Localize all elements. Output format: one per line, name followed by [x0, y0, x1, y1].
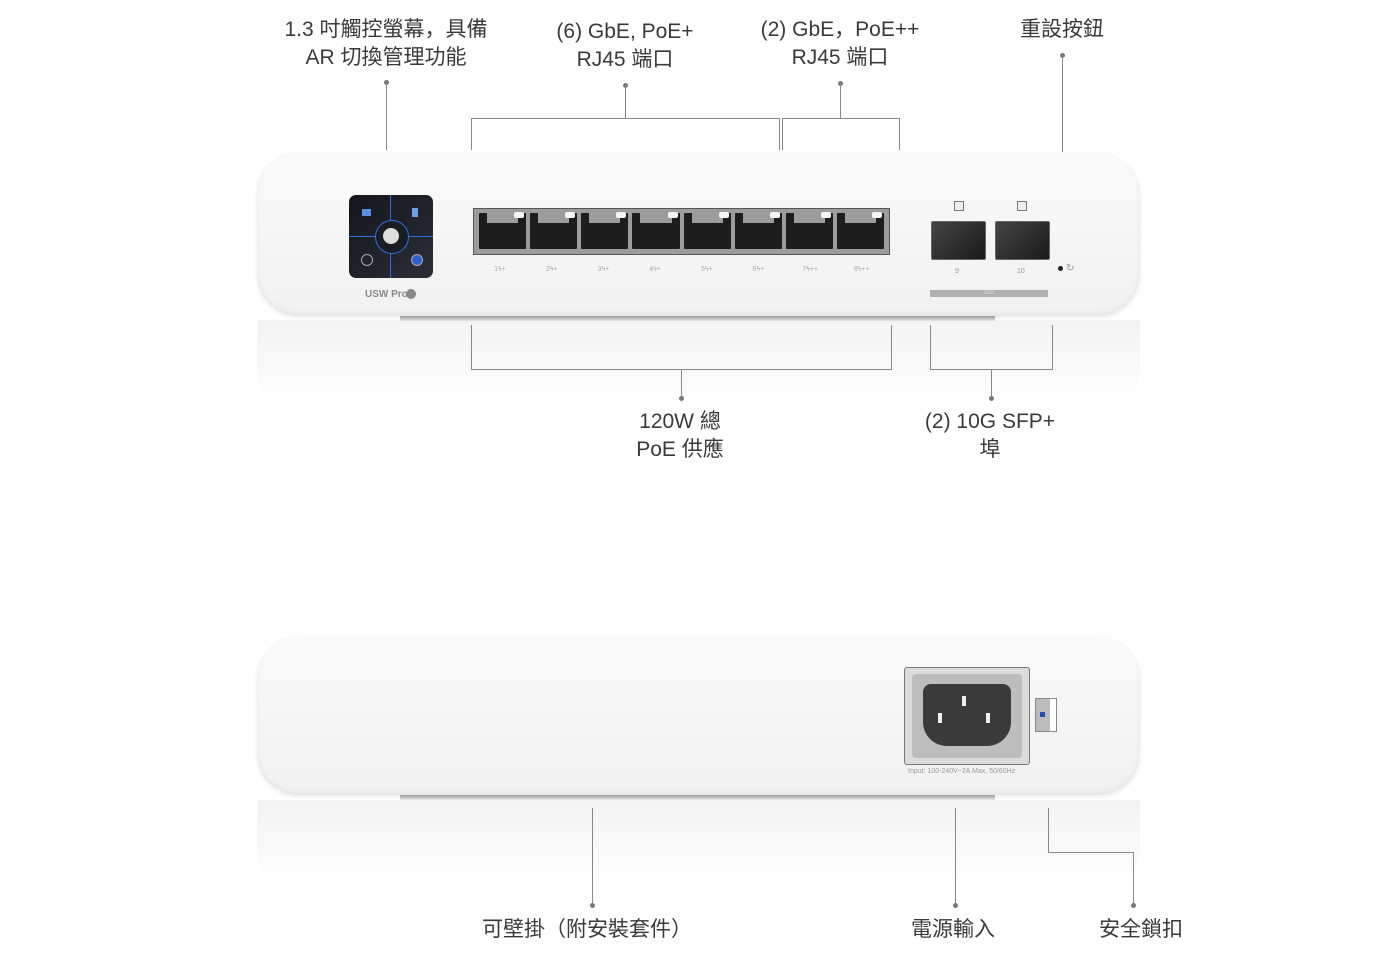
power-inlet[interactable]: [904, 667, 1030, 765]
rj45-port-5[interactable]: [683, 212, 731, 249]
port-label: 8ϟ++: [854, 266, 870, 273]
reset-label: 重設按鈕: [1020, 18, 1104, 41]
rj45-port-6[interactable]: [734, 212, 782, 249]
port-led: [514, 212, 525, 218]
port-label: 2ϟ+: [545, 266, 558, 273]
port-led: [616, 212, 627, 218]
rj45-port-1[interactable]: [479, 212, 527, 249]
gbe-poe-plusplus-label: (2) GbE，PoE++RJ45 端口: [760, 18, 920, 69]
port-led: [565, 212, 576, 218]
wall-mount-label: 可壁掛（附安裝套件）: [482, 918, 692, 941]
rj45-port-8[interactable]: [836, 212, 884, 249]
network-icon: [362, 209, 371, 216]
port-label: 3ϟ+: [597, 266, 610, 273]
power-input-label: 電源輸入: [911, 918, 995, 941]
touchscreen[interactable]: [349, 195, 433, 278]
info-icon: [361, 254, 373, 266]
sfp-port-10[interactable]: [995, 221, 1050, 260]
port-label: 6ϟ+: [752, 266, 765, 273]
sfp-label: (2) 10G SFP+埠: [924, 410, 1056, 461]
port-led: [769, 212, 780, 218]
port-label: 1ϟ+: [494, 266, 506, 273]
lightning-icon: [406, 289, 416, 299]
port-led: [872, 212, 882, 218]
device-icon: [412, 208, 418, 217]
rj45-port-group: [473, 208, 890, 255]
lock-icon: [1040, 712, 1045, 717]
security-lock-slot[interactable]: [1035, 698, 1057, 732]
rj45-port-2[interactable]: [530, 212, 578, 249]
status-dot-icon: [411, 254, 423, 266]
sfp-port-9[interactable]: [931, 221, 986, 260]
reset-button[interactable]: [1058, 266, 1063, 271]
port-led: [667, 212, 678, 218]
model-label: USW Pro: [365, 289, 408, 300]
port-led: [718, 212, 729, 218]
rj45-port-4[interactable]: [632, 212, 680, 249]
uplink-bar: 10G: [930, 290, 1048, 297]
port-label: 5ϟ+: [700, 266, 713, 273]
port-label: 7ϟ++: [802, 266, 819, 273]
port-led: [820, 212, 831, 218]
port-label: 4ϟ+: [649, 266, 661, 273]
power-spec: Input: 100-240V~2A Max, 50/60Hz: [908, 768, 1016, 775]
security-lock-label: 安全鎖扣: [1099, 918, 1183, 941]
gbe-poe-plus-label: (6) GbE, PoE+RJ45 端口: [556, 20, 694, 71]
rj45-port-7[interactable]: [785, 212, 833, 249]
rj45-port-3[interactable]: [581, 212, 629, 249]
reset-icon: ↻: [1066, 263, 1075, 274]
